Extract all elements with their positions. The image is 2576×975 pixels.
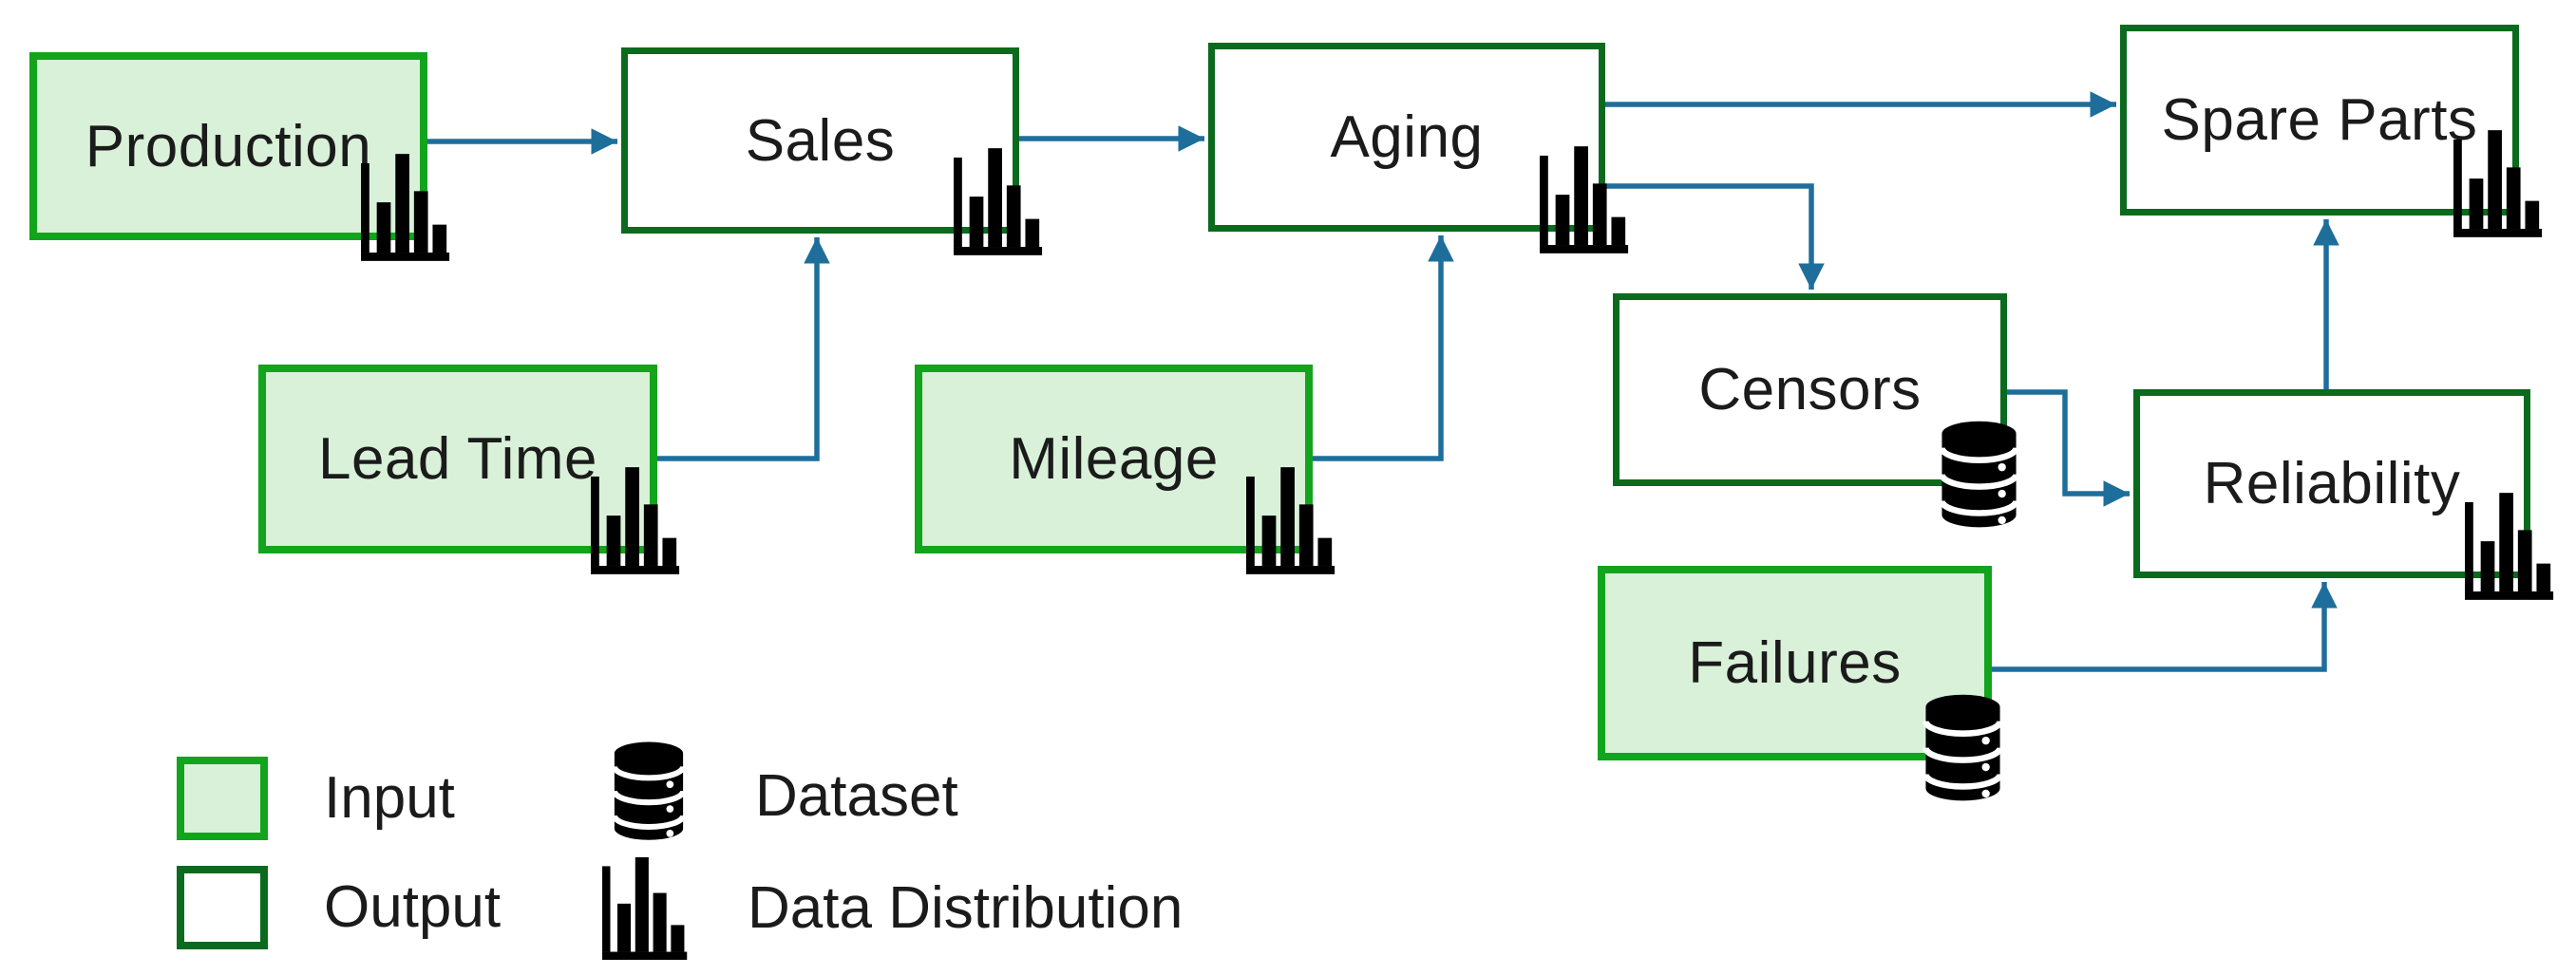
node-lead-time-label: Lead Time bbox=[317, 426, 597, 492]
data-distribution-icon bbox=[1246, 467, 1335, 574]
legend-input-swatch bbox=[177, 757, 268, 840]
node-reliability: Reliability bbox=[2133, 389, 2554, 600]
data-distribution-icon bbox=[1540, 146, 1629, 253]
node-failures: Failures bbox=[1598, 566, 1992, 760]
data-distribution-icon bbox=[361, 154, 450, 261]
legend-output-label: Output bbox=[324, 874, 502, 940]
legend-output-swatch bbox=[177, 866, 268, 949]
legend-input-label: Input bbox=[324, 765, 455, 831]
legend-dataset-label: Dataset bbox=[755, 763, 958, 829]
data-distribution-icon bbox=[602, 857, 688, 960]
node-production: Production bbox=[29, 52, 450, 261]
data-distribution-icon bbox=[591, 467, 680, 574]
dataset-icon bbox=[1935, 418, 2023, 533]
data-distribution-icon bbox=[954, 148, 1043, 255]
node-failures-label: Failures bbox=[1688, 630, 1902, 696]
node-reliability-label: Reliability bbox=[2203, 451, 2461, 516]
edge-mileage-to-aging bbox=[1313, 235, 1454, 461]
edge-failures-to-reliability bbox=[1992, 582, 2338, 672]
data-distribution-icon bbox=[2453, 130, 2543, 237]
dataset-icon bbox=[1919, 691, 2007, 806]
node-spare-parts-label: Spare Parts bbox=[2161, 87, 2478, 153]
node-spare-parts: Spare Parts bbox=[2120, 25, 2543, 237]
node-aging: Aging bbox=[1208, 43, 1629, 253]
legend-data-distribution-label: Data Distribution bbox=[748, 875, 1184, 941]
node-censors: Censors bbox=[1613, 293, 2007, 486]
node-aging-label: Aging bbox=[1330, 104, 1484, 170]
edge-aging-to-censors bbox=[1605, 183, 1825, 290]
node-sales: Sales bbox=[621, 47, 1043, 255]
node-mileage: Mileage bbox=[915, 365, 1335, 574]
data-distribution-icon bbox=[2465, 493, 2554, 600]
edge-censors-to-reliability bbox=[2007, 389, 2130, 507]
node-sales-label: Sales bbox=[745, 107, 896, 174]
node-production-label: Production bbox=[85, 113, 372, 179]
node-censors-label: Censors bbox=[1698, 357, 1922, 422]
dataset-icon bbox=[608, 739, 690, 845]
node-lead-time: Lead Time bbox=[258, 365, 680, 574]
node-mileage-label: Mileage bbox=[1009, 426, 1219, 492]
edge-lead-time-to-sales bbox=[657, 237, 830, 461]
